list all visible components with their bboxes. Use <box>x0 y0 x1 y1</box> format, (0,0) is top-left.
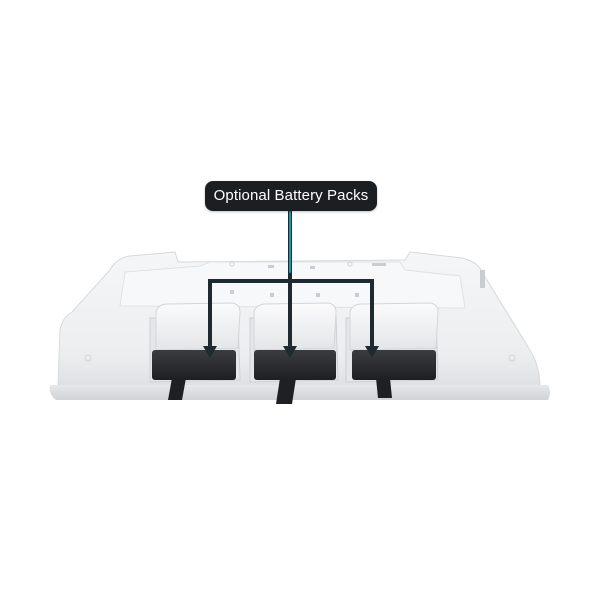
callout-label: Optional Battery Packs <box>205 181 377 211</box>
arrowheads <box>203 346 379 358</box>
callout-arrows <box>208 208 374 350</box>
battery-bay-right <box>345 302 439 398</box>
battery-bay-left <box>149 302 241 400</box>
arrowhead-center <box>283 346 297 358</box>
arrowhead-right <box>365 346 379 358</box>
arrowhead-left <box>203 346 217 358</box>
battery-bay-center <box>249 302 339 404</box>
